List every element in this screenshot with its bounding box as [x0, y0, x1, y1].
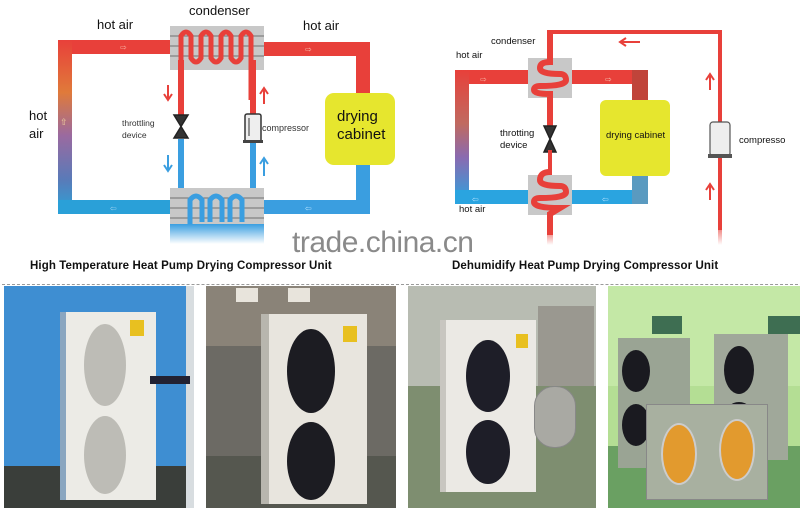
caption-high-temperature: High Temperature Heat Pump Drying Compre…: [30, 260, 332, 272]
svg-text:⇨: ⇨: [305, 45, 312, 54]
label-throttling-right-1: throtting: [500, 128, 535, 139]
svg-text:⇨: ⇨: [605, 75, 612, 84]
heat-pump-unit: [261, 314, 367, 504]
unit-photo-green-room: [608, 286, 800, 508]
label-hot-air-top-left: hot air: [97, 17, 134, 32]
divider: [2, 284, 798, 285]
label-throttling-2: device: [122, 130, 147, 140]
svg-text:⇦: ⇦: [602, 195, 609, 204]
label-hot-air-side-1: hot: [29, 108, 48, 123]
label-compressor-right: compresso: [739, 135, 786, 146]
label-drying-cabinet-right: drying cabinet: [606, 130, 666, 141]
svg-text:⇦: ⇦: [305, 204, 312, 213]
unit-photo-factory: [206, 286, 396, 508]
caption-dehumidify: Dehumidify Heat Pump Drying Compressor U…: [452, 260, 719, 272]
label-drying-cabinet-2: cabinet: [337, 126, 386, 143]
label-hot-air-side-2: air: [29, 126, 44, 141]
label-compressor-left: compressor: [262, 123, 310, 133]
heat-pump-cycle-diagram-left: ⇨ ⇨ ⇦ ⇦ ⇧: [58, 26, 395, 244]
label-drying-cabinet-1: drying: [337, 108, 378, 125]
svg-text:⇦: ⇦: [110, 204, 117, 213]
label-throttling-right-2: device: [500, 140, 528, 151]
label-hot-air-top-right: hot air: [303, 18, 340, 33]
label-hot-air-bottom-right: hot air: [459, 204, 486, 215]
svg-text:⇦: ⇦: [472, 195, 479, 204]
svg-text:⇧: ⇧: [60, 117, 68, 127]
label-condenser-left: condenser: [189, 3, 250, 18]
heat-pump-unit: [60, 312, 156, 500]
svg-text:⇨: ⇨: [480, 75, 487, 84]
heat-pump-unit: [440, 320, 536, 492]
label-throttling-1: throttling: [122, 118, 155, 128]
label-hot-air-top-right-diagram: hot air: [456, 50, 483, 61]
unit-photo-blue-wall: [4, 286, 194, 508]
svg-text:⇨: ⇨: [120, 43, 127, 52]
heat-pump-cycle-diagram-right: ⇨ ⇨ ⇦ ⇦: [455, 30, 732, 245]
label-condenser-right: condenser: [491, 36, 536, 47]
heat-pump-unit-fans-orange: [646, 404, 768, 500]
watermark: trade.china.cn: [292, 226, 474, 259]
unit-photo-green-floor: [408, 286, 596, 508]
